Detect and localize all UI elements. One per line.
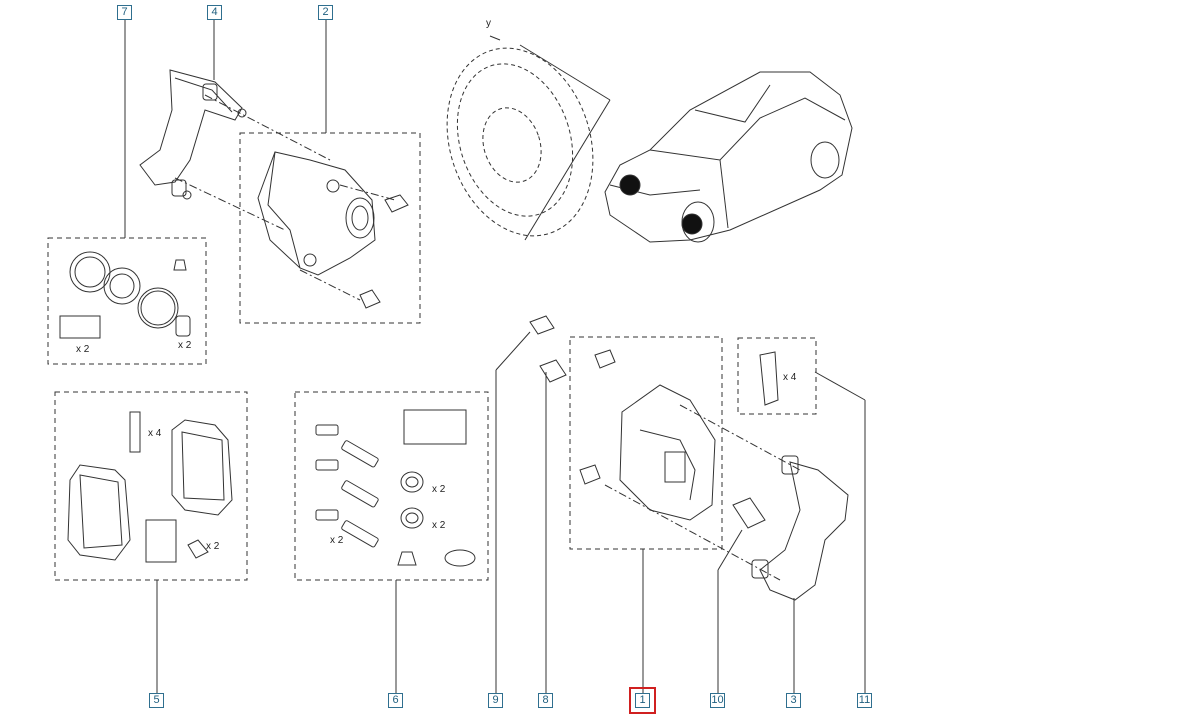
callout-10[interactable]: 10 [710, 693, 725, 708]
qty-label: x 2 [206, 541, 220, 552]
callout-11[interactable]: 11 [857, 693, 872, 708]
bracket-part-3 [751, 455, 849, 601]
callout-6[interactable]: 6 [388, 693, 403, 708]
callout-8[interactable]: 8 [538, 693, 553, 708]
disc-axis-label: y [486, 18, 491, 29]
qty-label: x 2 [76, 344, 90, 355]
callout-7[interactable]: 7 [117, 5, 132, 20]
bolt-part-8 [539, 359, 567, 383]
bolt-part-10 [732, 497, 766, 529]
qty-label: x 2 [178, 340, 192, 351]
caliper-part-1 [579, 349, 716, 521]
qty-label: x 2 [330, 535, 344, 546]
caliper-part-2 [257, 151, 409, 309]
group-box-caliper-1 [569, 336, 723, 550]
clip-part-11 [759, 351, 779, 406]
bolt-part-9 [529, 315, 555, 335]
bracket-part-4 [139, 69, 247, 200]
car-illustration [604, 71, 853, 243]
callout-2[interactable]: 2 [318, 5, 333, 20]
qty-label: x 2 [432, 520, 446, 531]
group-box-guide-kit [294, 391, 489, 581]
qty-label: x 4 [783, 372, 797, 383]
brake-pads-parts [67, 411, 233, 563]
qty-label: x 4 [148, 428, 162, 439]
callout-3[interactable]: 3 [786, 693, 801, 708]
brake-disc [446, 35, 611, 241]
callout-1-selected[interactable]: 1 [629, 687, 656, 714]
seal-kit-parts [59, 251, 191, 339]
callout-4[interactable]: 4 [207, 5, 222, 20]
group-box-caliper-2 [239, 132, 421, 324]
group-box-seal-kit [47, 237, 207, 365]
qty-label: x 2 [432, 484, 446, 495]
callout-9[interactable]: 9 [488, 693, 503, 708]
callout-5[interactable]: 5 [149, 693, 164, 708]
guide-kit-parts [315, 409, 476, 567]
group-box-pads [54, 391, 248, 581]
group-box-clips [737, 337, 817, 415]
